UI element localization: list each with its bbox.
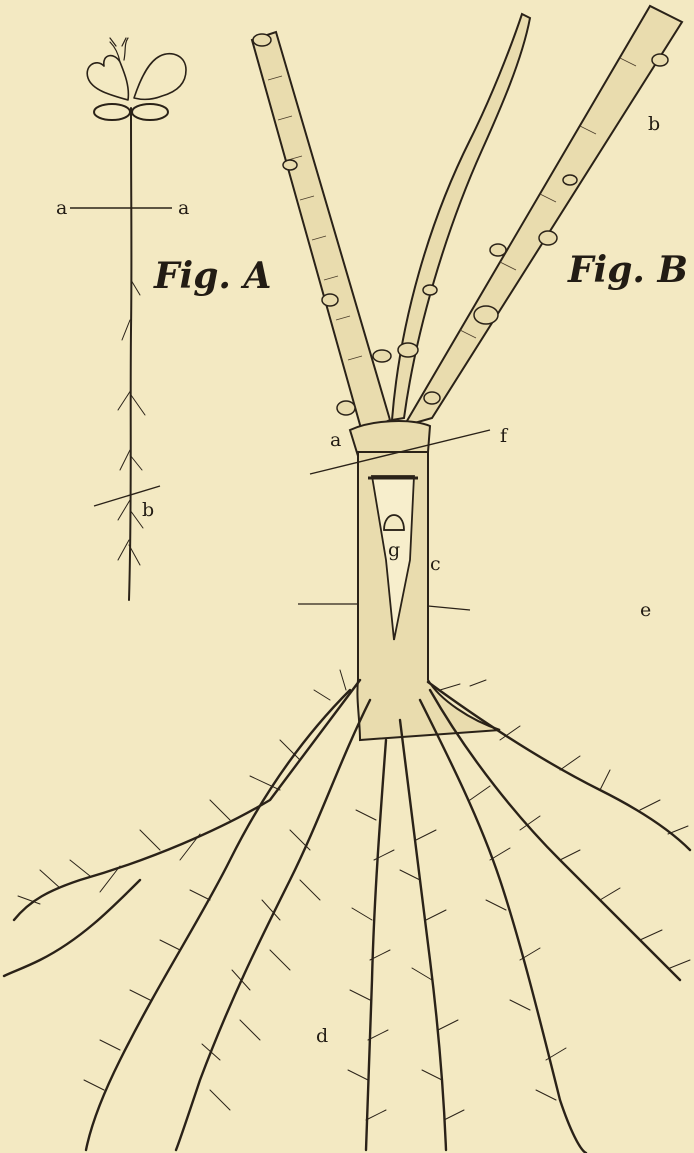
fig-a-seedling: a a b Fig. A	[56, 38, 271, 600]
fig-a-label-b: b	[142, 499, 154, 521]
fig-b-left-branch	[252, 32, 390, 432]
fig-a-leaf-right	[134, 54, 186, 100]
fig-b-label-a: a	[330, 429, 341, 451]
fig-b-rootlets	[18, 670, 690, 1120]
fig-b-roots	[4, 680, 690, 1153]
fig-a-cotyledon-left	[94, 104, 130, 120]
fig-a-leaf-left	[87, 56, 128, 100]
fig-a-label-a-right: a	[178, 197, 189, 219]
fig-b-label-e: e	[640, 599, 651, 621]
fig-b-label-g: g	[388, 539, 400, 561]
fig-b-cut-line-e-right	[428, 606, 470, 610]
fig-a-cotyledon-right	[132, 104, 168, 120]
fig-b-label-b: b	[648, 113, 660, 135]
fig-a-label-a-left: a	[56, 197, 67, 219]
fig-a-stem	[129, 108, 131, 600]
fig-a-title: Fig. A	[153, 255, 271, 297]
fig-b-label-c: c	[430, 553, 441, 575]
fig-b-label-f: f	[500, 425, 509, 447]
fig-b-title: Fig. B	[567, 249, 688, 291]
fig-b-crown	[350, 421, 430, 456]
fig-b-grafted-tree: a b c d e f g Fig. B	[4, 6, 690, 1153]
fig-b-label-d: d	[316, 1025, 328, 1047]
